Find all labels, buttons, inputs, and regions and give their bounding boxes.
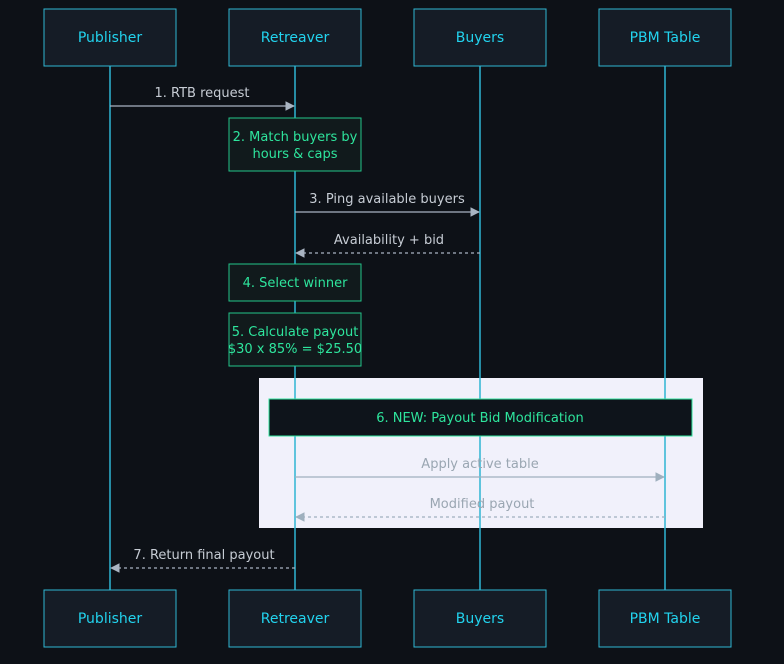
publisher-participant-top: Publisher <box>43 8 177 67</box>
banner-label: 6. NEW: Payout Bid Modification <box>376 411 584 426</box>
participant-label: PBM Table <box>630 30 701 46</box>
note-match-buyers: 2. Match buyers by hours & caps <box>228 117 362 172</box>
participant-label: Buyers <box>456 611 504 627</box>
payout-bid-modification-banner: 6. NEW: Payout Bid Modification <box>268 398 693 437</box>
pbm-table-participant-top: PBM Table <box>598 8 732 67</box>
message-3-label: 3. Ping available buyers <box>309 192 465 207</box>
availability-label: Availability + bid <box>334 233 444 248</box>
retreaver-participant-top: Retreaver <box>228 8 362 67</box>
modified-payout-label: Modified payout <box>430 497 535 512</box>
note-label: $30 x 85% = $25.50 <box>228 342 362 357</box>
note-label: hours & caps <box>252 147 337 162</box>
note-select-winner: 4. Select winner <box>228 263 362 302</box>
retreaver-participant-bottom: Retreaver <box>228 589 362 648</box>
publisher-participant-bottom: Publisher <box>43 589 177 648</box>
pbm-table-participant-bottom: PBM Table <box>598 589 732 648</box>
participant-label: Publisher <box>78 611 143 627</box>
participant-label: Retreaver <box>261 611 330 627</box>
note-calculate-payout: 5. Calculate payout $30 x 85% = $25.50 <box>228 312 362 367</box>
note-label: 4. Select winner <box>243 276 348 291</box>
buyers-participant-top: Buyers <box>413 8 547 67</box>
note-label: 5. Calculate payout <box>232 325 359 340</box>
participant-label: Retreaver <box>261 30 330 46</box>
buyers-participant-bottom: Buyers <box>413 589 547 648</box>
participant-label: Buyers <box>456 30 504 46</box>
apply-table-label: Apply active table <box>421 457 538 472</box>
message-7-label: 7. Return final payout <box>133 548 274 563</box>
message-1-label: 1. RTB request <box>154 86 249 101</box>
note-label: 2. Match buyers by <box>233 130 358 145</box>
participant-label: Publisher <box>78 30 143 46</box>
participant-label: PBM Table <box>630 611 701 627</box>
